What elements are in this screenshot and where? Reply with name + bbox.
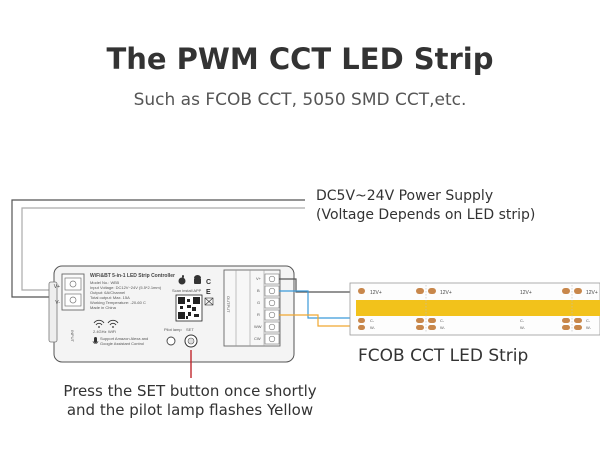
android-icon [194,275,201,284]
strip-w-label-3: W- [520,325,526,330]
strip-pad-label-1: 12V+ [370,290,382,296]
scan-app-label: Scan install APP [172,288,202,293]
pilot-lamp-label: Pilot lamp [164,327,182,332]
wifi-label: WiFi [108,329,116,334]
instruction-line-2: and the pilot lamp flashes Yellow [66,401,314,419]
strip-pad-label-4: 12V+ [586,290,598,296]
terminal-label-b: B [257,288,260,293]
spec-line-5: Working Temperature: -20-60 C [90,300,146,305]
svg-text:E: E [206,289,211,296]
page-subtitle: Such as FCOB CCT, 5050 SMD CCT,etc. [133,90,467,110]
terminal-label-cw: CW [254,336,261,341]
strip-w-label-2: W- [440,325,446,330]
set-button[interactable] [184,334,198,348]
pilot-lamp [166,336,176,346]
strip-w-label-4: W- [586,325,592,330]
page-title: The PWM CCT LED Strip [106,42,494,76]
qr-code [175,294,203,322]
set-button-label: SET [186,327,194,332]
strip-c-label-4: C- [586,318,591,323]
spec-line-1: Model No.: WB5 [90,280,120,285]
terminal-label-g: G [257,300,260,305]
controller-heading: WiFi&BT 5-in-1 LED Strip Controller [90,273,175,279]
input-terminal [61,273,85,311]
wire-vplus [279,278,360,293]
strip-c-label-3: C- [520,318,525,323]
microphone-icon [92,337,99,344]
alexa-support-text: Support Amazon Alexa and [100,336,148,341]
power-wire-negative [21,207,305,291]
strip-c-label-1: C- [370,318,375,323]
power-supply-label: DC5V~24V Power Supply [316,188,494,204]
certification-marks: C E [204,279,214,306]
terminal-label-vplus: V+ [256,276,262,281]
strip-label: FCOB CCT LED Strip [358,346,529,366]
svg-text:C: C [206,279,211,286]
output-label: OUTPUT [226,296,231,313]
wifi-icon [93,319,105,328]
led-strip [349,282,600,336]
spec-line-3: Output: 6A/Channel [90,290,125,295]
input-vplus-label: V+ [54,284,60,290]
input-vminus-label: V- [55,300,60,306]
input-label: INPUT [70,330,75,343]
strip-c-label-2: C- [440,318,445,323]
wifi-band-label: 2.4GHz [93,329,107,334]
spec-line-6: Made in China [90,305,117,310]
power-supply-note: (Voltage Depends on LED strip) [316,207,536,223]
strip-pad-label-3: 12V+ [520,290,532,296]
power-wire-positive [11,199,305,298]
strip-pad-label-2: 12V+ [440,290,452,296]
spec-line-4: Total output: Max. 15A [90,295,130,300]
wire-cw-blue [279,290,360,319]
apple-icon [178,275,186,285]
wire-ww-yellow [279,314,360,327]
strip-w-label-1: W- [370,325,376,330]
instruction-line-1: Press the SET button once shortly [63,382,317,400]
terminal-label-r: R [257,312,260,317]
output-terminal-block [223,269,281,347]
terminal-label-ww: WW [254,324,262,329]
assistant-support-text: Google Assistant Control [100,341,144,346]
spec-line-2: Input Voltage: DC12V~24V (5.5*2.1mm) [90,285,162,290]
wifi-icon-2 [107,319,119,328]
